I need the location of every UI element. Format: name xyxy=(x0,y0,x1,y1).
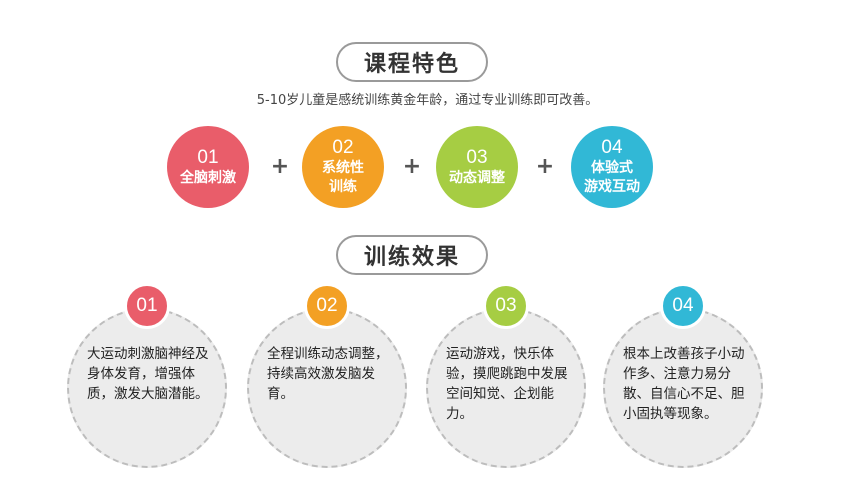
feature-label: 系统性 xyxy=(322,160,364,176)
effect-description: 全程训练动态调整，持续高效激发脑发育。 xyxy=(267,346,389,402)
effect-circle-02: 全程训练动态调整，持续高效激发脑发育。 xyxy=(247,308,407,468)
feature-circle-04: 04 体验式 游戏互动 xyxy=(571,126,653,208)
effect-circle-03: 运动游戏，快乐体验，摸爬跳跑中发展空间知觉、企划能力。 xyxy=(426,308,586,468)
subtitle-text: 5-10岁儿童是感统训练黄金年龄，通过专业训练即可改善。 xyxy=(256,93,599,108)
plus-sign: + xyxy=(270,154,290,179)
feature-label-line2: 游戏互动 xyxy=(584,179,640,195)
effect-circle-01: 大运动刺激脑神经及身体发育，增强体质，激发大脑潜能。 xyxy=(67,308,227,468)
effect-circle-04: 根本上改善孩子小动作多、注意力易分散、自信心不足、胆小固执等现象。 xyxy=(603,308,763,468)
feature-label: 动态调整 xyxy=(449,169,505,186)
effect-number-badge: 02 xyxy=(304,283,350,329)
plus-sign: + xyxy=(402,154,422,179)
effect-description: 运动游戏，快乐体验，摸爬跳跑中发展空间知觉、企划能力。 xyxy=(446,346,568,422)
feature-number: 01 xyxy=(197,146,219,168)
effect-number-badge: 03 xyxy=(483,283,529,329)
effect-number-badge: 01 xyxy=(124,283,170,329)
plus-sign: + xyxy=(535,154,555,179)
effect-description: 大运动刺激脑神经及身体发育，增强体质，激发大脑潜能。 xyxy=(87,346,209,402)
section-title-text: 课程特色 xyxy=(363,52,460,77)
feature-label-line2: 训练 xyxy=(329,179,357,195)
feature-circle-03: 03 动态调整 xyxy=(436,126,518,208)
effect-description: 根本上改善孩子小动作多、注意力易分散、自信心不足、胆小固执等现象。 xyxy=(623,346,745,422)
section-title-training-effects: 训练效果 xyxy=(336,235,488,275)
feature-label: 体验式 xyxy=(591,160,633,176)
effect-number-badge: 04 xyxy=(660,283,706,329)
feature-number: 03 xyxy=(466,146,488,168)
feature-label: 全脑刺激 xyxy=(180,169,236,186)
feature-number: 04 xyxy=(601,137,623,158)
feature-number: 02 xyxy=(332,137,354,158)
section-title-course-features: 课程特色 xyxy=(336,42,488,82)
section-title-text: 训练效果 xyxy=(363,245,460,270)
feature-circle-01: 01 全脑刺激 xyxy=(167,126,249,208)
feature-circle-02: 02 系统性 训练 xyxy=(302,126,384,208)
